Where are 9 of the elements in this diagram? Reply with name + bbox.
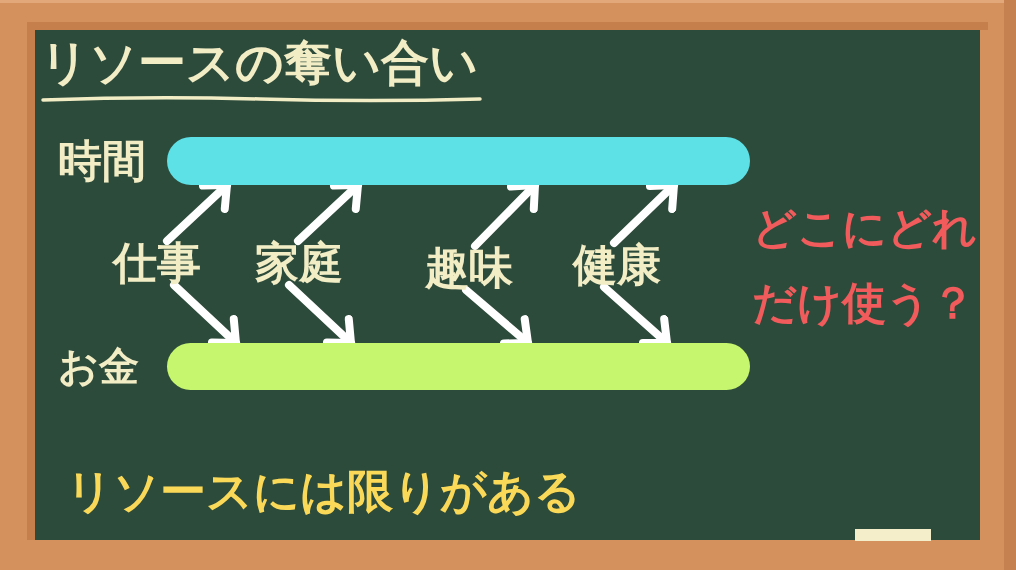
band-label: 時間 [58, 137, 146, 185]
question-note: どこにどれだけ使う？ [752, 201, 978, 330]
activity-label: 仕事 [113, 241, 201, 285]
board-title: リソースの奪い合い [40, 38, 478, 86]
band-label: お金 [58, 343, 139, 390]
note-text: リソースには限りがある [66, 468, 581, 514]
activity-label: 健康 [573, 243, 661, 287]
activity-label: 家庭 [255, 241, 343, 285]
activity-label: 趣味 [425, 246, 513, 290]
